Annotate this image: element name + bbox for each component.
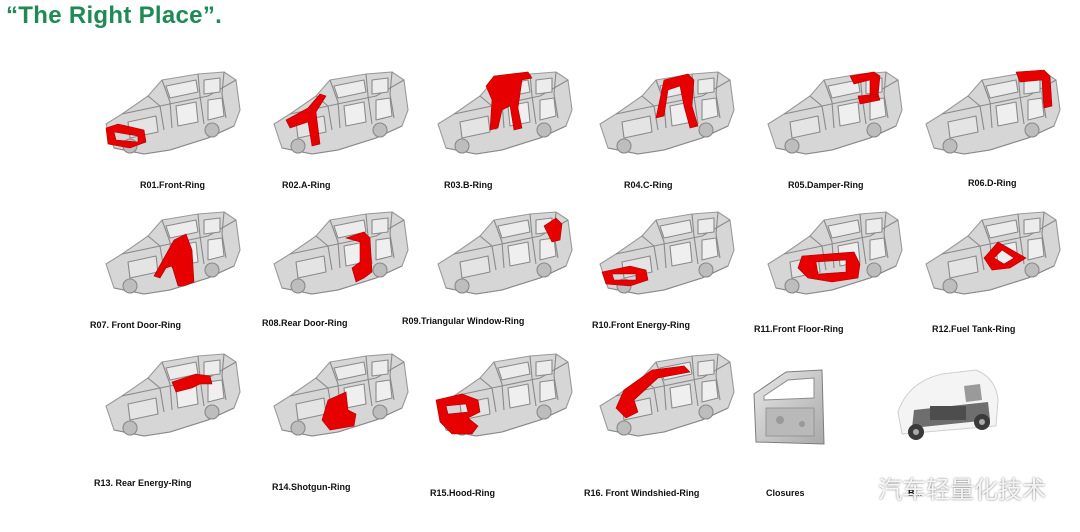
body-in-white-r10	[594, 206, 744, 306]
body-in-white-r09	[432, 206, 582, 306]
ring-item-r13: R13. Rear Energy-Ring	[100, 348, 250, 458]
watermark-text: 汽车轻量化技术	[878, 470, 1046, 505]
body-in-white-r11	[762, 206, 912, 306]
ring-label-r07: R07. Front Door-Ring	[90, 320, 181, 330]
ring-label-r01: R01.Front-Ring	[140, 180, 205, 190]
ring-item-r11: R11.Front Floor-Ring	[762, 206, 912, 316]
body-in-white-r12	[920, 206, 1070, 306]
ring-item-r07: R07. Front Door-Ring	[100, 206, 250, 316]
ring-label-r09: R09.Triangular Window-Ring	[402, 316, 524, 326]
wechat-icon	[842, 476, 872, 500]
ring-item-r05: R05.Damper-Ring	[762, 66, 912, 176]
ring-label-r03: R03.B-Ring	[444, 180, 493, 190]
ring-item-r12: R12.Fuel Tank-Ring	[920, 206, 1070, 316]
body-in-white-r07	[100, 206, 250, 306]
ring-item-r15: R15.Hood-Ring	[432, 348, 582, 458]
ring-item-r01: R01.Front-Ring	[100, 66, 250, 176]
ring-item-r10: R10.Front Energy-Ring	[594, 206, 744, 316]
ring-label-r13: R13. Rear Energy-Ring	[94, 478, 192, 488]
ring-label-r02: R02.A-Ring	[282, 180, 331, 190]
slide-title: “The Right Place”.	[6, 2, 222, 30]
ring-label-r15: R15.Hood-Ring	[430, 488, 495, 498]
ring-label-r12: R12.Fuel Tank-Ring	[932, 324, 1015, 334]
body-in-white-r14	[268, 348, 418, 448]
watermark: 汽车轻量化技术	[842, 470, 1046, 505]
body-in-white-r04	[594, 66, 744, 166]
body-in-white-r06	[920, 66, 1070, 166]
ring-item-r04: R04.C-Ring	[594, 66, 744, 176]
highlight-hood	[436, 394, 480, 434]
body-in-white-r01	[100, 66, 250, 166]
chassis-illustration	[884, 356, 1004, 456]
body-in-white-r02	[268, 66, 418, 166]
body-in-white-r05	[762, 66, 912, 166]
ring-label-r04: R04.C-Ring	[624, 180, 673, 190]
ring-item-r02: R02.A-Ring	[268, 66, 418, 176]
body-in-white-r03	[432, 66, 582, 166]
ring-item-r09: R09.Triangular Window-Ring	[432, 206, 582, 316]
body-in-white-r08	[268, 206, 418, 306]
ring-label-r11: R11.Front Floor-Ring	[754, 324, 844, 334]
ring-label-r06: R06.D-Ring	[968, 178, 1017, 188]
body-in-white-r16	[594, 348, 744, 448]
ring-item-r03: R03.B-Ring	[432, 66, 582, 176]
door-illustration	[746, 364, 836, 454]
ring-item-r14: R14.Shotgun-Ring	[268, 348, 418, 458]
ring-label-r16: R16. Front Windshied-Ring	[584, 488, 699, 498]
ring-label-r10: R10.Front Energy-Ring	[592, 320, 690, 330]
ring-label-r14: R14.Shotgun-Ring	[272, 482, 351, 492]
ring-item-r08: R08.Rear Door-Ring	[268, 206, 418, 316]
closures-item: Closures	[742, 362, 842, 492]
ring-item-r16: R16. Front Windshied-Ring	[594, 348, 744, 458]
body-in-white-r15	[432, 348, 582, 448]
ring-label-r05: R05.Damper-Ring	[788, 180, 864, 190]
ring-label-r08: R08.Rear Door-Ring	[262, 318, 348, 328]
ring-item-r06: R06.D-Ring	[920, 66, 1070, 176]
body-in-white-r13	[100, 348, 250, 448]
closures-label: Closures	[766, 488, 805, 498]
